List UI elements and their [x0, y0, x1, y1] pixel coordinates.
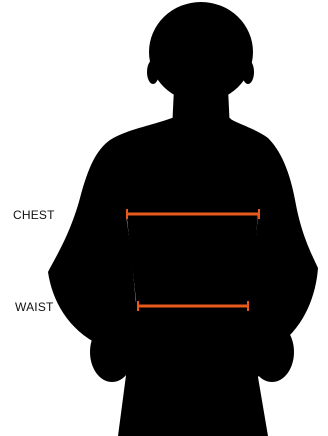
silhouette [48, 2, 318, 436]
head [149, 2, 253, 102]
right-hand [250, 322, 294, 382]
chest-label: CHEST [13, 208, 55, 222]
right-ear [242, 60, 254, 84]
left-hand [90, 322, 134, 382]
left-ear [147, 60, 159, 84]
waist-label: WAIST [15, 300, 54, 314]
lower-body [118, 210, 268, 436]
